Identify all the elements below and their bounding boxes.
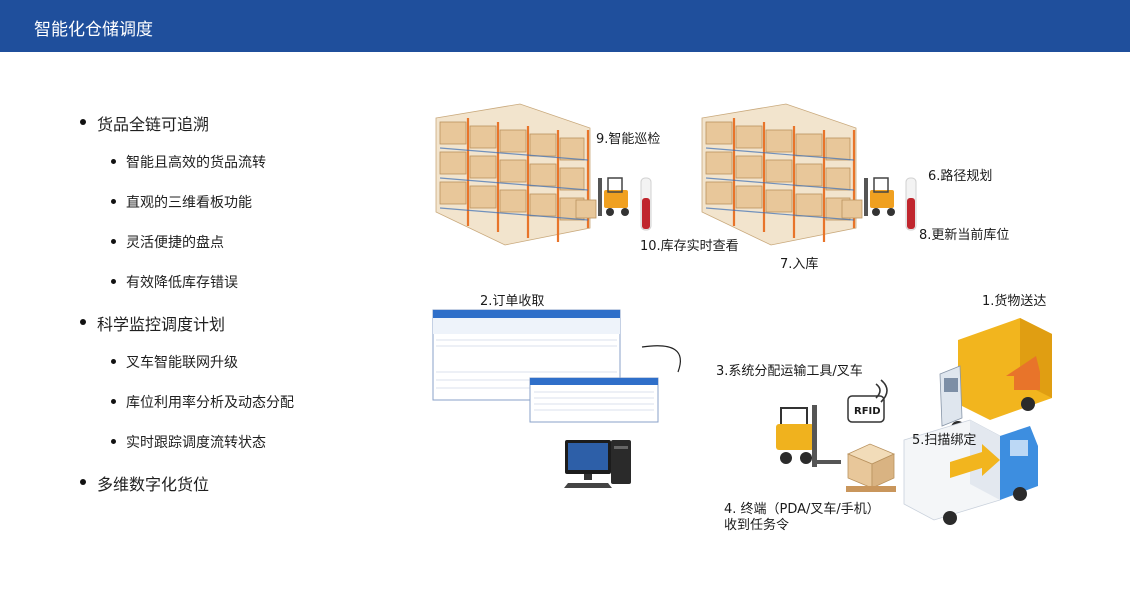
feature-item: 直观的三维看板功能	[111, 192, 252, 212]
page-title: 智能化仓储调度	[34, 20, 153, 40]
order-window-back	[432, 309, 621, 401]
feature-list: 货品全链可追溯 智能且高效的货品流转 直观的三维看板功能 灵活便捷的盘点 有效降…	[0, 0, 400, 600]
feature-scheduling: 科学监控调度计划	[80, 311, 225, 335]
header-bar: 智能化仓储调度	[0, 0, 1130, 52]
feature-item: 有效降低库存错误	[111, 272, 238, 292]
bullet-dot	[111, 159, 116, 164]
feature-item: 库位利用率分析及动态分配	[111, 392, 294, 412]
step-8-label: 8.更新当前库位	[919, 228, 1010, 243]
bullet-dot	[111, 399, 116, 404]
truck-top-icon	[939, 318, 1052, 435]
step-6-label: 6.路径规划	[928, 169, 993, 184]
bullet-dot	[111, 239, 116, 244]
bullet-dot	[111, 439, 116, 444]
connector-curve	[641, 345, 681, 373]
bullet-dot	[111, 199, 116, 204]
step-1-label: 1.货物送达	[982, 294, 1047, 309]
gauge-right-icon	[905, 177, 917, 231]
forklift-center-icon	[776, 405, 841, 467]
step-5-label: 5.扫描绑定	[912, 433, 977, 448]
feature-item: 叉车智能联网升级	[111, 352, 238, 372]
forklift-left-icon	[575, 177, 629, 219]
bullet-dot	[80, 319, 86, 325]
step-4-label: 4. 终端（PDA/叉车/手机）	[724, 502, 880, 517]
feature-item: 灵活便捷的盘点	[111, 232, 224, 252]
rfid-tag-icon	[847, 379, 888, 423]
rack-left	[435, 103, 591, 246]
rack-right	[701, 103, 857, 246]
truck-bottom-icon	[903, 419, 1038, 525]
bullet-dot	[111, 359, 116, 364]
step-3-label: 3.系统分配运输工具/叉车	[716, 364, 863, 379]
bullet-dot	[80, 119, 86, 125]
step-2-label: 2.订单收取	[480, 294, 545, 309]
gauge-left-icon	[640, 177, 652, 231]
step-10-label: 10.库存实时查看	[640, 239, 739, 254]
bullet-dot	[111, 279, 116, 284]
pallet-boxes-icon	[846, 443, 896, 492]
rfid-tag-label: RFID	[854, 406, 881, 417]
feature-traceability: 货品全链可追溯	[80, 111, 209, 135]
order-window-front	[529, 377, 659, 423]
step-7-label: 7.入库	[780, 257, 819, 272]
feature-item: 智能且高效的货品流转	[111, 152, 266, 172]
step-9-label: 9.智能巡检	[596, 132, 661, 147]
bullet-dot	[80, 479, 86, 485]
desktop-computer-icon	[564, 440, 631, 488]
feature-item: 实时跟踪调度流转状态	[111, 432, 266, 452]
step-4-label-line2: 收到任务令	[724, 518, 790, 533]
feature-digital-location: 多维数字化货位	[80, 471, 209, 495]
forklift-right-icon	[841, 177, 895, 219]
